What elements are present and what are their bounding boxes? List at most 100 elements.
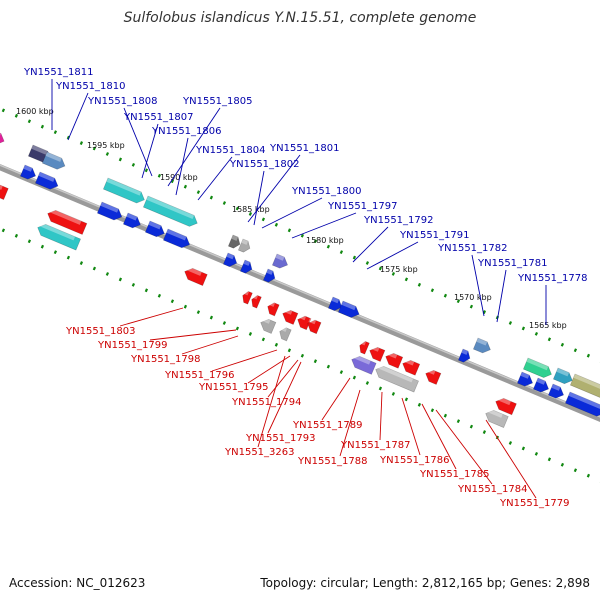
forward-gene-label[interactable]: YN1551_1805 — [182, 96, 253, 107]
reverse-gene-feature[interactable] — [35, 222, 81, 251]
tick-dot-outer-top — [248, 212, 253, 216]
forward-gene-label[interactable]: YN1551_1797 — [327, 201, 398, 212]
reverse-gene-label[interactable]: YN1551_3263 — [224, 447, 295, 458]
forward-gene-label[interactable]: YN1551_1781 — [477, 258, 548, 269]
reverse-gene-label[interactable]: YN1551_1794 — [231, 397, 302, 408]
forward-gene-feature[interactable] — [516, 371, 535, 388]
forward-gene-feature[interactable] — [102, 177, 146, 205]
tick-dot-outer-top — [365, 261, 370, 265]
reverse-leader-line — [211, 349, 278, 372]
forward-leader-line — [197, 156, 233, 201]
reverse-gene-feature[interactable] — [182, 266, 208, 286]
tick-dot-outer-bottom — [352, 375, 357, 380]
forward-gene-feature[interactable] — [271, 253, 290, 270]
forward-gene-feature[interactable] — [96, 201, 124, 222]
forward-gene-feature[interactable] — [262, 268, 277, 284]
reverse-gene-label[interactable]: YN1551_1787 — [340, 440, 411, 451]
forward-gene-label[interactable]: YN1551_1792 — [363, 215, 434, 226]
tick-dot-outer-bottom — [14, 233, 19, 238]
reverse-gene-feature[interactable] — [423, 368, 442, 385]
forward-gene-feature[interactable] — [552, 367, 574, 386]
gene-features — [0, 127, 600, 428]
forward-gene-feature[interactable] — [162, 228, 192, 250]
reverse-gene-feature[interactable] — [258, 317, 277, 334]
tick-dot-outer-top — [404, 277, 409, 282]
reverse-gene-feature[interactable] — [240, 290, 253, 305]
forward-gene-feature[interactable] — [522, 357, 553, 380]
tick-dot-outer-bottom — [92, 266, 97, 271]
reverse-gene-label[interactable]: YN1551_1795 — [198, 382, 269, 393]
reverse-gene-feature[interactable] — [367, 345, 386, 362]
reverse-gene-label[interactable]: YN1551_1789 — [292, 420, 363, 431]
reverse-gene-feature[interactable] — [305, 318, 322, 335]
forward-gene-label[interactable]: YN1551_1811 — [23, 67, 94, 78]
forward-gene-feature[interactable] — [532, 377, 551, 394]
reverse-gene-feature[interactable] — [483, 408, 509, 428]
forward-gene-feature[interactable] — [327, 296, 344, 313]
forward-gene-label[interactable]: YN1551_1808 — [87, 96, 158, 107]
forward-gene-label[interactable]: YN1551_1804 — [195, 145, 266, 156]
tick-dot-outer-top — [508, 321, 513, 325]
forward-leader-line — [496, 269, 507, 323]
reverse-gene-label[interactable]: YN1551_1793 — [245, 433, 316, 444]
reverse-gene-feature[interactable] — [295, 314, 312, 331]
tick-dot-outer-bottom — [79, 261, 84, 265]
forward-gene-feature[interactable] — [237, 238, 252, 254]
forward-gene-label[interactable]: YN1551_1782 — [437, 243, 508, 254]
reverse-gene-feature[interactable] — [280, 308, 299, 325]
reverse-gene-feature[interactable] — [277, 326, 292, 342]
forward-gene-label[interactable]: YN1551_1791 — [399, 230, 470, 241]
forward-gene-feature[interactable] — [222, 252, 239, 269]
reverse-gene-feature[interactable] — [357, 340, 370, 355]
reverse-leader-line — [485, 419, 537, 499]
reverse-gene-label[interactable]: YN1551_1785 — [419, 469, 490, 480]
reverse-gene-feature[interactable] — [400, 358, 421, 376]
forward-gene-feature[interactable] — [337, 300, 361, 320]
forward-gene-feature[interactable] — [457, 348, 472, 364]
forward-gene-feature[interactable] — [142, 195, 199, 229]
forward-gene-feature[interactable] — [227, 234, 242, 250]
tick-dot-outer-top — [443, 293, 448, 298]
forward-gene-feature[interactable] — [19, 164, 38, 181]
forward-gene-feature[interactable] — [547, 383, 566, 400]
forward-gene-feature[interactable] — [122, 212, 142, 230]
tick-dot-outer-top — [222, 201, 227, 205]
forward-gene-label[interactable]: YN1551_1778 — [517, 273, 588, 284]
forward-gene-feature[interactable] — [144, 220, 166, 239]
reverse-gene-label[interactable]: YN1551_1803 — [65, 326, 136, 337]
forward-gene-feature[interactable] — [239, 259, 254, 275]
reverse-gene-label[interactable]: YN1551_1779 — [499, 498, 570, 509]
reverse-gene-feature[interactable] — [493, 396, 517, 416]
tick-dot-outer-top — [547, 337, 552, 342]
reverse-gene-label[interactable]: YN1551_1788 — [297, 456, 368, 467]
reverse-gene-label[interactable]: YN1551_1799 — [97, 340, 168, 351]
forward-gene-feature[interactable] — [0, 127, 6, 147]
tick-dot-outer-bottom — [391, 391, 396, 396]
reverse-gene-feature[interactable] — [383, 351, 404, 369]
forward-gene-feature[interactable] — [34, 171, 60, 192]
reverse-gene-feature[interactable] — [349, 354, 377, 375]
reverse-gene-feature[interactable] — [45, 208, 88, 235]
reverse-gene-label[interactable]: YN1551_1784 — [457, 484, 528, 495]
reverse-gene-label[interactable]: YN1551_1796 — [164, 370, 235, 381]
forward-gene-label[interactable]: YN1551_1800 — [291, 186, 362, 197]
scale-tick-label: 1570 kbp — [454, 293, 492, 302]
forward-gene-label[interactable]: YN1551_1810 — [55, 81, 126, 92]
reverse-gene-feature[interactable] — [0, 180, 9, 200]
forward-gene-feature[interactable] — [472, 337, 492, 355]
forward-gene-label[interactable]: YN1551_1802 — [229, 159, 300, 170]
forward-gene-feature[interactable] — [41, 151, 67, 172]
tick-dot-tracks — [1, 108, 600, 484]
forward-leader-line — [123, 107, 153, 177]
reverse-gene-label[interactable]: YN1551_1786 — [379, 455, 450, 466]
reverse-gene-feature[interactable] — [249, 294, 262, 309]
reverse-gene-label[interactable]: YN1551_1798 — [130, 354, 201, 365]
reverse-gene-feature[interactable] — [265, 301, 280, 317]
reverse-gene-feature[interactable] — [373, 364, 419, 393]
forward-gene-label[interactable]: YN1551_1807 — [123, 112, 194, 123]
tick-dot-outer-top — [183, 184, 188, 189]
forward-gene-feature[interactable] — [564, 391, 600, 419]
forward-gene-label[interactable]: YN1551_1801 — [269, 143, 340, 154]
forward-gene-label[interactable]: YN1551_1806 — [151, 126, 222, 137]
